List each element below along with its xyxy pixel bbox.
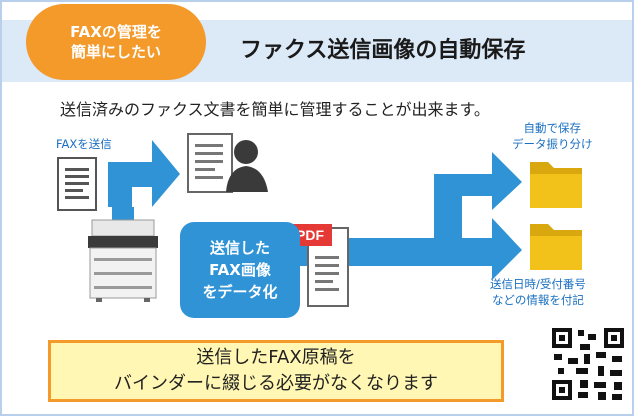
- digitize-process-box: 送信した FAX画像 をデータ化: [180, 222, 300, 318]
- auto-save-label-line-1: 自動で保存: [523, 121, 582, 135]
- feature-badge: FAXの管理を 簡単にしたい: [26, 4, 206, 80]
- pdf-tag: PDF: [296, 227, 324, 243]
- auto-save-label-line-2: データ振り分け: [512, 137, 593, 151]
- recipient-document-icon: [187, 133, 233, 193]
- note-line-1: 送信したFAX原稿を: [196, 347, 356, 368]
- person-icon: [226, 140, 268, 192]
- arrow-to-recipient: [108, 140, 180, 207]
- process-line-2: FAX画像: [209, 261, 271, 279]
- process-line-1: 送信した: [209, 239, 270, 257]
- qr-code: [550, 326, 626, 402]
- folder-icon-bottom: [530, 224, 582, 270]
- process-line-3: をデータ化: [202, 283, 278, 301]
- subtitle: 送信済みのファクス文書を簡単に管理することが出来ます。: [60, 100, 490, 119]
- badge-line-1: FAXの管理を: [70, 23, 162, 41]
- fax-send-label: FAXを送信: [56, 137, 112, 151]
- arrow-split-vertical: [434, 174, 462, 266]
- benefit-note: 送信したFAX原稿を バインダーに綴じる必要がなくなります: [48, 340, 504, 402]
- info-label-line-1: 送信日時/受付番号: [490, 277, 586, 291]
- badge-line-2: 簡単にしたい: [70, 43, 161, 61]
- printer-icon: [88, 219, 158, 302]
- info-label: 送信日時/受付番号 などの情報を付記: [490, 276, 586, 308]
- arrow-to-folder-top: [434, 152, 522, 210]
- folder-icon-top: [530, 162, 582, 208]
- info-label-line-2: などの情報を付記: [491, 293, 584, 307]
- fax-document-icon: [57, 157, 97, 211]
- page-title: ファクス送信画像の自動保存: [240, 38, 526, 63]
- note-line-2: バインダーに綴じる必要がなくなります: [114, 373, 438, 394]
- auto-save-label: 自動で保存 データ振り分け: [512, 120, 593, 152]
- arrow-to-folder-bottom: [462, 218, 522, 280]
